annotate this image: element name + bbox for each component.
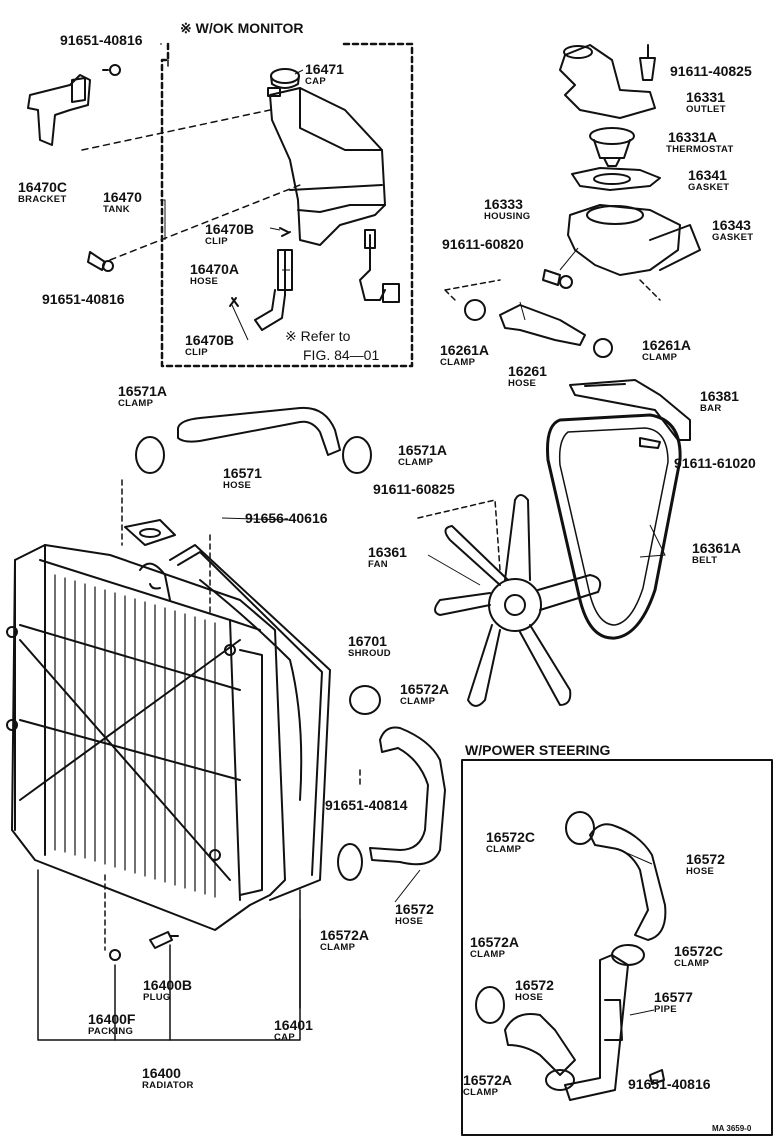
fan-leader-lines: [417, 499, 501, 571]
drain-plug-drawing: [109, 931, 179, 961]
part-label-91651-40814: 91651-40814: [325, 797, 408, 813]
drawing-code: MA 3659-0: [712, 1124, 752, 1133]
ok-monitor-heading: ※ W/OK MONITOR: [180, 20, 304, 36]
part-label-91611-61020: 91611-61020: [674, 455, 756, 471]
part-label-91651-40816-ps: 91651-40816: [628, 1076, 711, 1092]
power-steering-heading: W/POWER STEERING: [465, 742, 611, 758]
lower-hose-drawing: [337, 685, 446, 881]
thermostat-drawing: [589, 127, 635, 167]
fan-shroud-drawing: [169, 544, 331, 901]
overflow-hose-drawing: [229, 227, 293, 331]
fan-belt-drawing: [546, 413, 682, 640]
thermostat-housing-drawing: [542, 204, 701, 289]
radiator-cap-drawing: [124, 519, 176, 546]
leader-lines-upper: [81, 59, 301, 261]
alternator-bar-drawing: [569, 379, 691, 449]
level-sensor-drawing: [359, 229, 400, 303]
ok-monitor-frame: [160, 42, 414, 368]
tank-bracket-drawing: [27, 64, 121, 146]
power-steering-hoses-drawing: [475, 811, 667, 1101]
reservoir-tank-drawing: [267, 68, 386, 246]
radiator-drawing: [6, 544, 286, 931]
upper-hose-leaders: [121, 479, 211, 613]
upper-hose-drawing: [135, 406, 372, 474]
outlet-gasket-drawing: [571, 167, 661, 191]
part-label-91611-60825: 91611-60825: [373, 481, 455, 497]
power-steering-frame: [461, 759, 773, 1136]
bypass-hose-drawing: [464, 299, 613, 358]
part-label-91656-40616: 91656-40616: [245, 510, 328, 526]
refer-note-line2: FIG. 84—01: [303, 347, 380, 363]
part-label-91611-60820: 91611-60820: [442, 236, 524, 252]
bolt-91651-drawing: [87, 251, 114, 272]
cooling-fan-drawing: [434, 494, 602, 707]
housing-leader-lines: [444, 279, 661, 301]
refer-note-line1: ※ Refer to: [285, 328, 351, 344]
radiator-bracket-lines: [37, 869, 301, 1041]
part-label-91651-40816-top: 91651-40816: [60, 32, 143, 48]
part-label-91651-40816-mid: 91651-40816: [42, 291, 125, 307]
water-outlet-drawing: [559, 44, 656, 119]
part-label-91611-40825: 91611-40825: [670, 63, 752, 79]
label-leaders: [160, 43, 666, 1016]
